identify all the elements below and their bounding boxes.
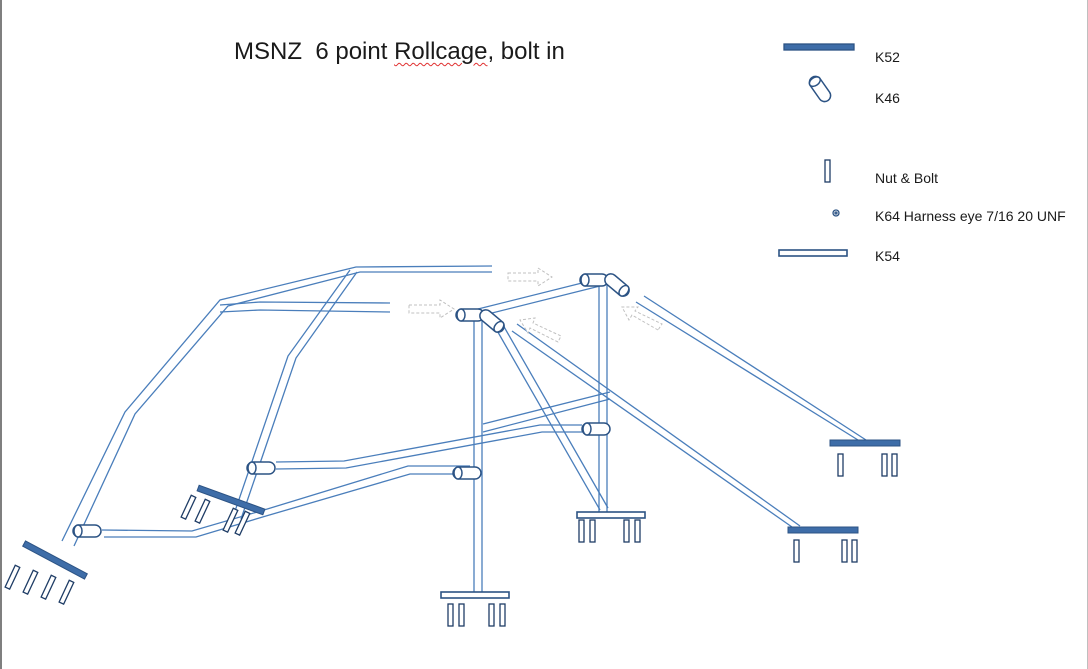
k46-connector-mid-left bbox=[246, 461, 276, 475]
arrow-diag-right bbox=[621, 306, 663, 331]
legend-label-nut-bolt: Nut & Bolt bbox=[875, 170, 939, 186]
bolts-rear-left bbox=[793, 539, 858, 563]
legend-k54-symbol bbox=[778, 249, 848, 257]
bolts-front-inner bbox=[180, 494, 251, 537]
arrow-diag-left bbox=[519, 317, 562, 343]
k52-plate-rear-right bbox=[829, 439, 901, 447]
k54-plate-hoop-left bbox=[440, 591, 510, 599]
main-hoop-left-post bbox=[473, 320, 483, 592]
k52-plate-front-left bbox=[22, 540, 88, 580]
k46-connector-mid-right bbox=[581, 422, 611, 436]
rear-stay-right bbox=[635, 295, 867, 441]
bolts-rear-right bbox=[837, 453, 898, 477]
legend-label-k54: K54 bbox=[875, 248, 900, 264]
k54-plate-hoop-right bbox=[576, 511, 646, 519]
lower-bar-left bbox=[101, 465, 470, 538]
k52-plate-front-inner bbox=[196, 484, 266, 516]
arrow-roof-top bbox=[507, 267, 553, 287]
k46-connector-roof-right-b bbox=[604, 273, 630, 297]
page-left-border bbox=[0, 0, 2, 669]
left-front-bar bbox=[232, 269, 358, 520]
bolts-hoop-right bbox=[578, 519, 641, 543]
bolts-hoop-left bbox=[447, 603, 506, 627]
spellcheck-word: Rollcage bbox=[394, 38, 488, 65]
k46-connector-roof-right bbox=[579, 273, 609, 287]
arrow-roof-mid bbox=[408, 299, 455, 319]
k46-connector-mid-center bbox=[452, 466, 482, 480]
legend-k64-symbol bbox=[832, 209, 840, 217]
legend-label-k52: K52 bbox=[875, 49, 900, 65]
legend-label-k64: K64 Harness eye 7/16 20 UNF bbox=[875, 208, 1066, 224]
mid-bar-diagonal bbox=[275, 424, 582, 470]
rear-stay-left bbox=[511, 323, 801, 528]
legend-label-k46: K46 bbox=[875, 90, 900, 106]
main-hoop-top bbox=[477, 278, 601, 317]
k52-plate-rear-left bbox=[787, 526, 859, 534]
legend-k52-symbol bbox=[783, 43, 855, 51]
k46-connector-lower-left bbox=[72, 524, 102, 538]
left-inner-bar bbox=[219, 301, 391, 313]
legend-k46-symbol bbox=[808, 75, 832, 103]
diagram-title: MSNZ 6 point Rollcage, bolt in bbox=[234, 38, 565, 65]
left-side-bar bbox=[61, 265, 493, 547]
k46-connector-roof-left bbox=[455, 308, 485, 322]
hoop-diagonal bbox=[494, 324, 609, 511]
bolts-front-left bbox=[4, 564, 75, 606]
k46-connector-roof-left-b bbox=[479, 309, 505, 333]
legend-nut-bolt-symbol bbox=[824, 159, 831, 183]
main-hoop-right-post bbox=[598, 283, 608, 512]
